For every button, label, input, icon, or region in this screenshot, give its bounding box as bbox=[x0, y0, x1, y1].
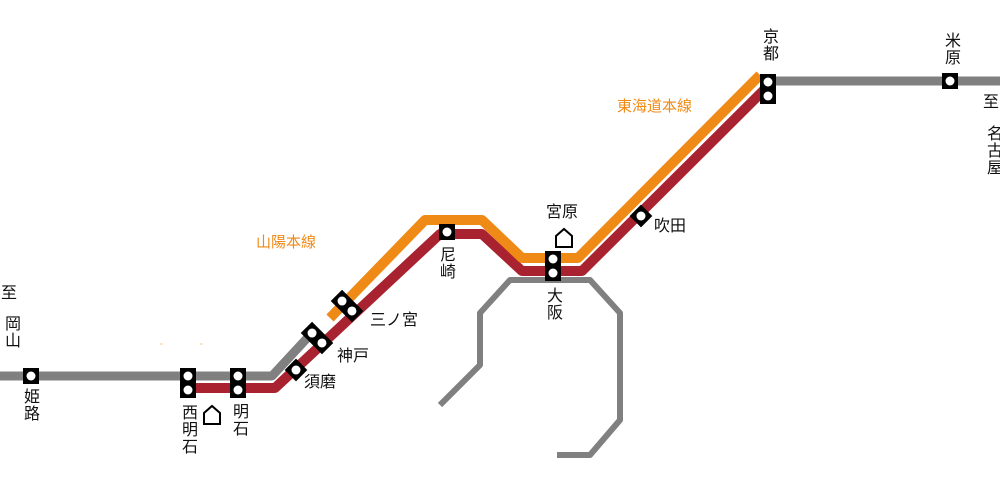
station-marker-akashi bbox=[230, 368, 246, 398]
station-marker-kobe bbox=[300, 321, 334, 355]
station-marker-sannomiya bbox=[330, 289, 364, 323]
tokaido-line-label: 東海道本線 bbox=[617, 97, 693, 115]
station-label-nishi-akashi: 西明石 bbox=[179, 404, 198, 455]
station-label-miyahara: 宮原 bbox=[546, 202, 579, 221]
tokaido-line-track bbox=[326, 71, 764, 322]
direction-nagoya: 名古屋 bbox=[984, 125, 1000, 176]
station-marker-himeji bbox=[23, 368, 39, 384]
direction-okayama: 岡山 bbox=[2, 315, 21, 349]
station-label-himeji: 姫路 bbox=[21, 388, 40, 422]
station-marker-kyoto bbox=[760, 74, 776, 104]
station-label-kobe: 神戸 bbox=[337, 346, 370, 365]
himeji-gray-line bbox=[0, 331, 314, 381]
station-label-kyoto: 京都 bbox=[760, 28, 779, 62]
station-label-akashi: 明石 bbox=[230, 403, 249, 437]
direction-prefix-nagoya: 至 bbox=[983, 92, 1000, 111]
station-label-maibara: 米原 bbox=[942, 32, 961, 66]
station-marker-amagasaki bbox=[439, 224, 455, 240]
sanyo-line-track bbox=[186, 82, 772, 393]
station-label-osaka: 大阪 bbox=[544, 287, 563, 321]
station-label-suita: 吹田 bbox=[654, 216, 687, 235]
depot-house-icon bbox=[203, 404, 221, 425]
station-label-suma: 須磨 bbox=[304, 372, 337, 391]
station-marker-maibara bbox=[942, 73, 958, 89]
station-marker-nishi-akashi bbox=[180, 368, 196, 398]
station-label-amagasaki: 尼崎 bbox=[437, 246, 456, 280]
station-label-sannomiya: 三ノ宮 bbox=[370, 310, 419, 329]
osaka-loop-line bbox=[437, 277, 623, 458]
direction-prefix-okayama: 至 bbox=[1, 283, 18, 302]
depot-house-icon bbox=[555, 227, 573, 248]
station-marker-osaka bbox=[545, 251, 561, 281]
sanyo-line-label: 山陽本線 bbox=[256, 233, 317, 251]
